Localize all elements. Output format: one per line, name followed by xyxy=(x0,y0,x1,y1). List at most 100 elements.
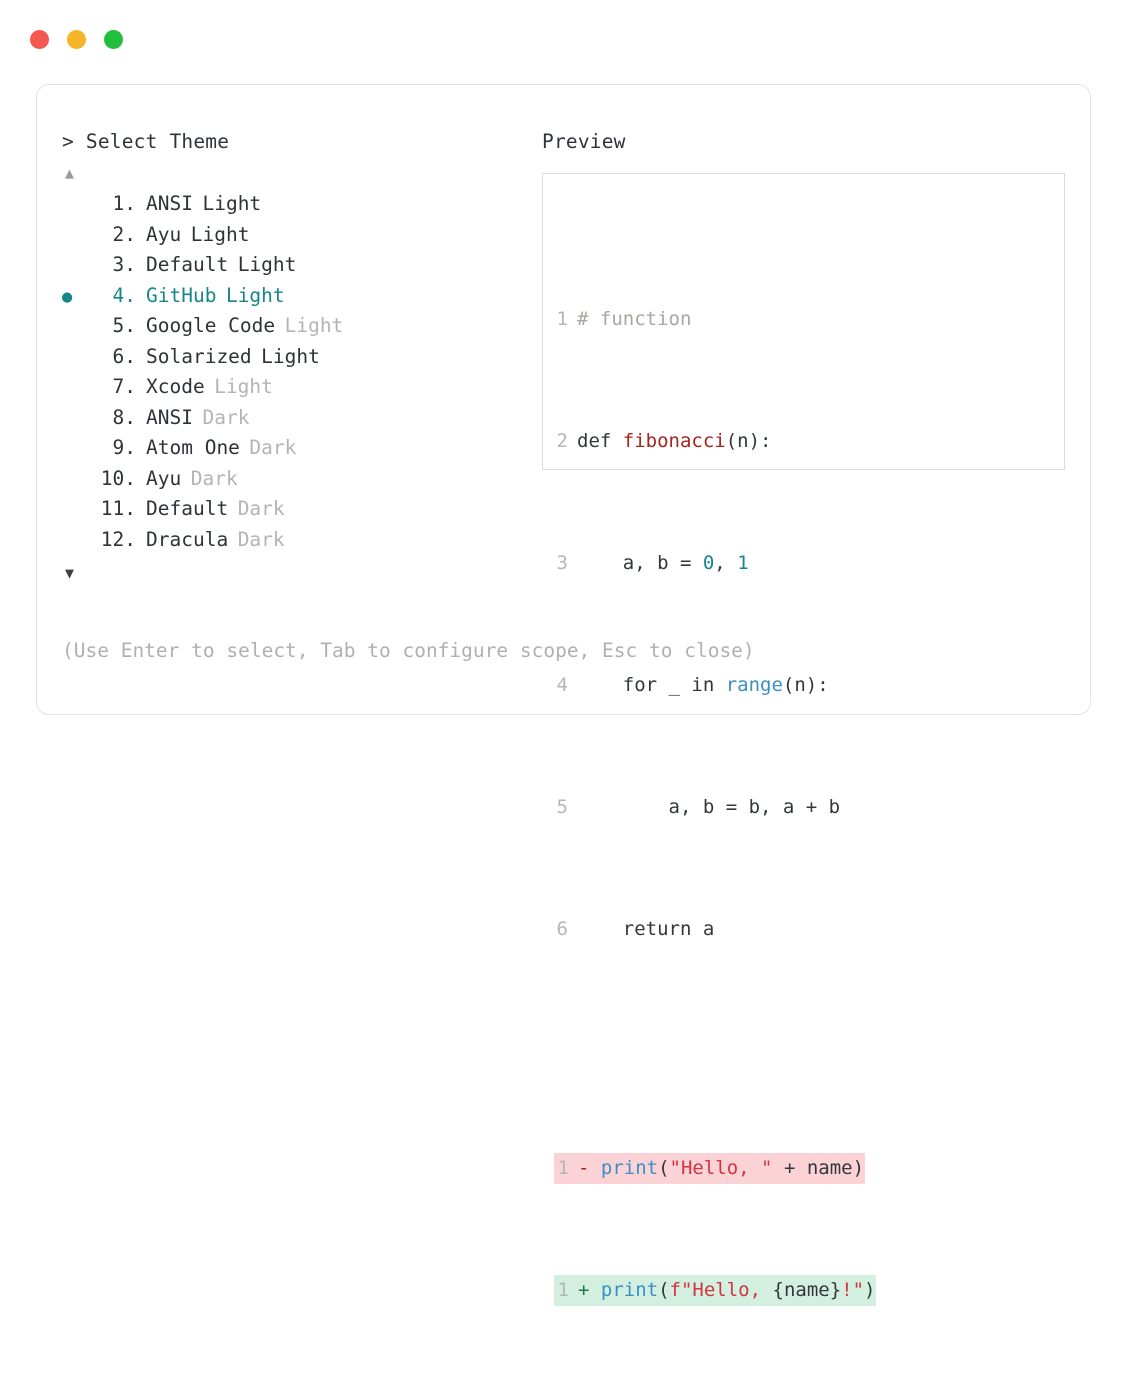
code-text: a, b = b, a + b xyxy=(577,795,841,818)
item-name: Default xyxy=(146,253,229,276)
scroll-up-icon[interactable]: ▲ xyxy=(65,164,75,182)
item-index: 11. xyxy=(100,497,136,520)
scroll-down-icon[interactable]: ▼ xyxy=(65,564,75,582)
code-string: f"Hello, xyxy=(669,1279,773,1301)
theme-list-item[interactable]: ● 6. Solarized Light xyxy=(62,342,532,373)
code-text: (n): xyxy=(725,429,772,452)
code-text: a, b = xyxy=(577,551,703,574)
line-number: 5 xyxy=(556,795,568,818)
selection-bullet-icon: ● xyxy=(62,373,90,404)
item-index: 10. xyxy=(100,466,136,490)
code-text: (n): xyxy=(782,673,829,696)
diff-line-removed: 1- print("Hello, " + name) xyxy=(554,1153,876,1184)
item-name: Default xyxy=(146,497,229,520)
item-index: 4. xyxy=(112,283,136,307)
item-variant: Light xyxy=(225,283,285,307)
maximize-button[interactable] xyxy=(104,30,123,49)
item-index: 5. xyxy=(112,314,136,337)
selection-bullet-icon: ● xyxy=(62,251,90,282)
minimize-button[interactable] xyxy=(67,30,86,49)
theme-picker-column: > Select Theme ▲ ● 1. ANSI Light ● 2. Ay… xyxy=(62,129,532,583)
item-index: 2. xyxy=(112,222,136,246)
selection-bullet-icon: ● xyxy=(62,312,90,343)
item-variant: Dark xyxy=(202,405,250,429)
theme-list-item[interactable]: ● 10. Ayu Dark xyxy=(62,464,532,495)
keyboard-hint: (Use Enter to select, Tab to configure s… xyxy=(62,639,755,662)
line-number: 2 xyxy=(556,429,568,452)
code-text: # function xyxy=(577,307,692,330)
item-index: 12. xyxy=(100,527,136,551)
code-number: 0 xyxy=(702,551,715,574)
item-name: ANSI xyxy=(146,405,193,429)
diff-sign: - xyxy=(578,1157,590,1179)
code-text: ( xyxy=(658,1279,670,1301)
selection-bullet-icon: ● xyxy=(62,221,90,252)
theme-picker-card: > Select Theme ▲ ● 1. ANSI Light ● 2. Ay… xyxy=(36,84,1091,1306)
code-string: !" xyxy=(841,1279,865,1301)
item-name: GitHub xyxy=(146,283,217,307)
item-name: Dracula xyxy=(146,527,229,551)
line-number: 1 xyxy=(556,307,568,330)
preview-label: Preview xyxy=(542,130,626,153)
item-variant: Light xyxy=(284,314,344,337)
item-name: Ayu xyxy=(146,222,182,246)
selection-bullet-icon: ● xyxy=(62,190,90,221)
theme-list-item[interactable]: ● 2. Ayu Light xyxy=(62,220,532,251)
line-number: 6 xyxy=(556,917,568,940)
code-string: "Hello, " xyxy=(669,1157,773,1179)
item-variant: Dark xyxy=(237,527,285,551)
theme-list-item[interactable]: ● 3. Default Light xyxy=(62,250,532,281)
code-builtin: range xyxy=(725,673,783,696)
theme-list-item[interactable]: ● 12. Dracula Dark xyxy=(62,525,532,556)
code-line: 6 return a xyxy=(554,914,876,945)
selection-bullet-icon: ● xyxy=(62,434,90,465)
item-index: 3. xyxy=(112,253,136,276)
code-builtin: print xyxy=(589,1157,659,1179)
item-index: 6. xyxy=(112,344,136,368)
item-index: 9. xyxy=(112,436,136,459)
item-variant: Dark xyxy=(237,497,285,520)
code-text: + name) xyxy=(772,1157,865,1179)
code-text: return a xyxy=(577,917,715,940)
preview-column: Preview xyxy=(542,129,1072,155)
item-index: 7. xyxy=(112,375,136,398)
theme-list-item-selected[interactable]: ● 4. GitHub Light xyxy=(62,281,532,312)
theme-list-item[interactable]: ● 5. Google Code Light xyxy=(62,311,532,342)
item-index: 8. xyxy=(112,405,136,429)
selection-bullet-icon: ● xyxy=(62,526,90,557)
code-line: 5 a, b = b, a + b xyxy=(554,792,876,823)
item-name: Ayu xyxy=(146,466,182,490)
item-variant: Dark xyxy=(190,466,238,490)
code-line: 3 a, b = 0, 1 xyxy=(554,548,876,579)
item-variant: Light xyxy=(190,222,250,246)
item-name: ANSI xyxy=(146,192,193,215)
item-name: Google Code xyxy=(146,314,276,337)
code-text: for _ in xyxy=(577,673,726,696)
code-text: ) xyxy=(864,1279,876,1301)
theme-list-item[interactable]: ● 11. Default Dark xyxy=(62,494,532,525)
selection-bullet-icon: ● xyxy=(62,465,90,496)
diff-sign: + xyxy=(578,1279,590,1301)
line-number: 4 xyxy=(556,673,568,696)
close-button[interactable] xyxy=(30,30,49,49)
code-text: {name} xyxy=(772,1279,842,1301)
code-function-name: fibonacci xyxy=(622,429,726,452)
code-line: 1 # function xyxy=(554,304,876,335)
window-traffic-lights xyxy=(30,30,123,49)
selection-bullet-icon: ● xyxy=(62,495,90,526)
theme-list-item[interactable]: ● 8. ANSI Dark xyxy=(62,403,532,434)
prompt-label: > Select Theme xyxy=(62,130,230,153)
theme-list-item[interactable]: ● 1. ANSI Light xyxy=(62,189,532,220)
selection-bullet-icon: ● xyxy=(62,286,73,307)
theme-list-item[interactable]: ● 7. Xcode Light xyxy=(62,372,532,403)
code-text: ( xyxy=(658,1157,670,1179)
code-spacer xyxy=(554,1036,876,1062)
diff-line-added: 1+ print(f"Hello, {name}!") xyxy=(554,1275,877,1306)
item-variant: Dark xyxy=(249,436,297,459)
theme-list[interactable]: ● 1. ANSI Light ● 2. Ayu Light ● 3. Defa… xyxy=(62,189,532,555)
theme-list-item[interactable]: ● 9. Atom One Dark xyxy=(62,433,532,464)
code-builtin: print xyxy=(589,1279,659,1301)
selection-bullet-icon: ● xyxy=(62,404,90,435)
